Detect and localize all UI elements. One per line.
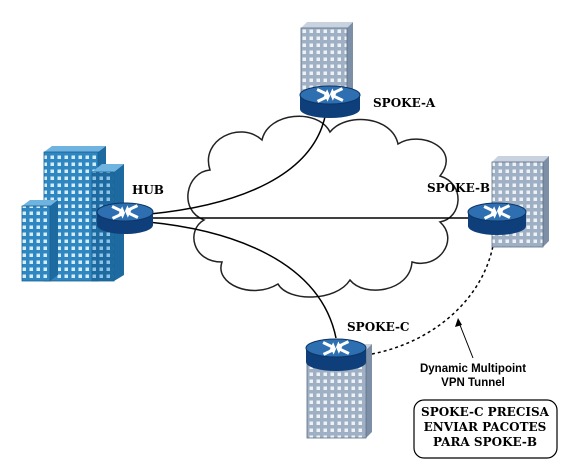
spoke-c-label: SPOKE-C — [347, 320, 409, 334]
spoke-a-router-icon — [299, 84, 361, 118]
note-line2: ENVIAR PACOTES — [424, 420, 547, 434]
network-links — [147, 111, 495, 359]
tunnel-label-line2: VPN Tunnel — [441, 377, 505, 389]
tunnel-label-line1: Dynamic Multipoint — [420, 363, 526, 375]
tunnel-callout-arrow — [455, 318, 462, 327]
note-line3: PARA SPOKE-B — [433, 435, 537, 449]
link-hub-spoke-a — [149, 111, 327, 215]
note-box: SPOKE-C PRECISA ENVIAR PACOTES PARA SPOK… — [413, 399, 558, 459]
spoke-b-label: SPOKE-B — [427, 181, 490, 195]
tunnel-callout-line — [457, 319, 474, 359]
hub-router-icon — [96, 201, 154, 234]
spoke-c-router-icon — [305, 337, 367, 371]
note-line1: SPOKE-C PRECISA — [421, 405, 550, 419]
spoke-b-router-icon — [467, 201, 527, 235]
hub-building-icon — [21, 146, 124, 282]
spoke-a-label: SPOKE-A — [373, 96, 436, 110]
cloud-icon — [187, 115, 459, 298]
link-hub-spoke-c — [147, 221, 337, 339]
hub-label: HUB — [132, 183, 164, 197]
